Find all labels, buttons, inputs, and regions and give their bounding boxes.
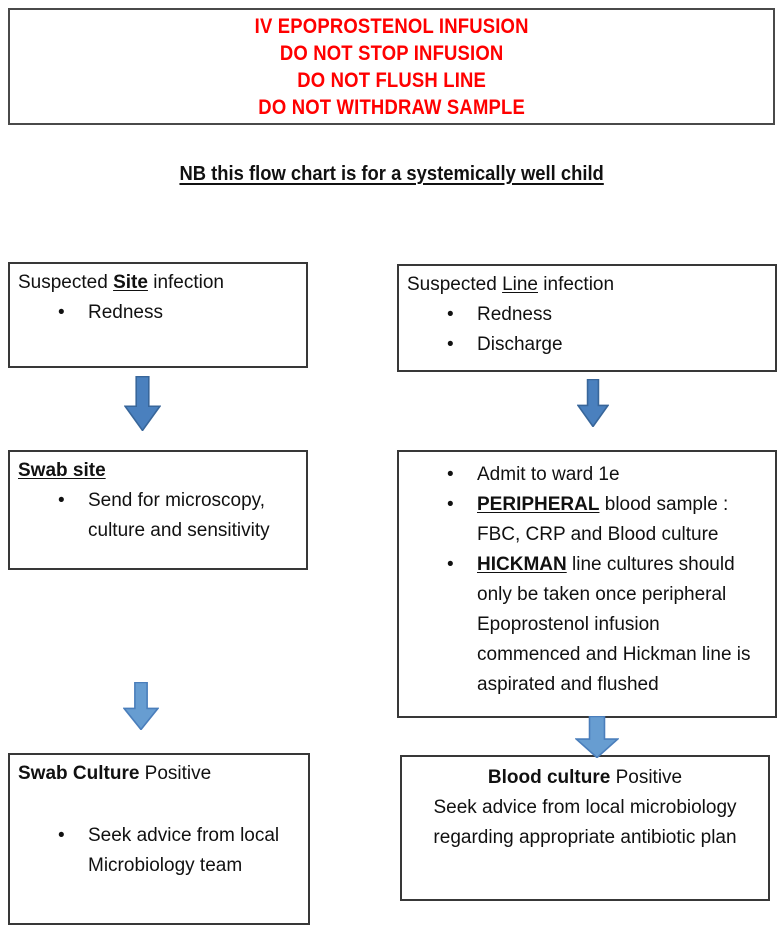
box-title: Swab Culture Positive — [18, 759, 300, 789]
bullet-item: • Redness — [407, 300, 767, 330]
bullet-icon: • — [58, 825, 65, 846]
title-suffix: infection — [538, 274, 615, 295]
down-arrow-icon — [577, 379, 609, 427]
title-emphasis: Swab site — [18, 460, 106, 481]
bullet-text: Send for microscopy, culture and sensiti… — [88, 490, 270, 541]
bullet-icon: • — [447, 334, 454, 355]
bullet-text: Admit to ward 1e — [477, 460, 767, 490]
bullet-item: • PERIPHERAL blood sample : FBC, CRP and… — [407, 490, 767, 550]
bullet-icon: • — [447, 304, 454, 325]
box-title: Suspected Site infection — [18, 268, 298, 298]
warning-banner: IV EPOPROSTENOL INFUSION DO NOT STOP INF… — [8, 8, 775, 125]
note-heading-text: NB this flow chart is for a systemically… — [179, 163, 605, 185]
box-swab-site: Swab site • Send for microscopy, culture… — [8, 450, 308, 570]
down-arrow-icon — [123, 682, 159, 730]
title-rest: Positive — [139, 763, 212, 784]
box-blood-culture-positive: Blood culture Positive Seek advice from … — [400, 755, 770, 901]
bullet-icon: • — [447, 554, 454, 575]
title-emphasis: Site — [113, 272, 148, 293]
title-rest: Positive — [610, 767, 683, 788]
bullet-rest: blood sample : FBC, CRP and Blood cultur… — [477, 494, 729, 545]
title-suffix: infection — [147, 272, 224, 293]
box-title: Swab site — [18, 456, 298, 486]
bullet-rest: Admit to ward 1e — [477, 464, 620, 485]
down-arrow-icon — [124, 376, 161, 431]
note-heading: NB this flow chart is for a systemically… — [0, 163, 784, 186]
bullet-item: • Seek advice from local Microbiology te… — [18, 821, 300, 881]
box-swab-culture-positive: Swab Culture Positive • Seek advice from… — [8, 753, 310, 925]
bullet-item: • Redness — [18, 298, 298, 328]
title-bold: Swab Culture — [18, 763, 140, 784]
box-suspected-line-infection: Suspected Line infection • Redness • Dis… — [397, 264, 777, 372]
box-title: Blood culture Positive — [412, 763, 758, 793]
warning-line-2: DO NOT STOP INFUSION — [279, 41, 504, 65]
box-body: Seek advice from local microbiology rega… — [433, 797, 737, 848]
bullet-item: • HICKMAN line cultures should only be t… — [407, 550, 767, 700]
title-bold: Blood culture — [487, 767, 611, 788]
bullet-icon: • — [58, 490, 65, 511]
bullet-text: HICKMAN line cultures should only be tak… — [477, 550, 767, 700]
warning-line-3: DO NOT FLUSH LINE — [297, 68, 486, 92]
bullet-item: • Send for microscopy, culture and sensi… — [18, 486, 298, 546]
box-suspected-site-infection: Suspected Site infection • Redness — [8, 262, 308, 368]
bullet-text: Discharge — [477, 334, 563, 355]
bullet-rest: line cultures should only be taken once … — [477, 554, 751, 695]
bullet-emphasis: PERIPHERAL — [477, 494, 600, 515]
bullet-item: • Discharge — [407, 330, 767, 360]
bullet-icon: • — [447, 494, 454, 515]
bullet-text: Redness — [477, 304, 552, 325]
warning-line-1: IV EPOPROSTENOL INFUSION — [254, 14, 529, 38]
title-prefix: Suspected — [407, 274, 503, 295]
bullet-item: • Admit to ward 1e — [407, 460, 767, 490]
warning-line-4: DO NOT WITHDRAW SAMPLE — [258, 95, 525, 119]
bullet-icon: • — [58, 302, 65, 323]
bullet-text: Redness — [88, 302, 163, 323]
bullet-text: PERIPHERAL blood sample : FBC, CRP and B… — [477, 490, 767, 550]
bullet-text: Seek advice from local Microbiology team — [88, 825, 280, 876]
box-title: Suspected Line infection — [407, 270, 767, 300]
title-prefix: Suspected — [18, 272, 114, 293]
bullet-icon: • — [447, 464, 454, 485]
box-admit-ward-instructions: • Admit to ward 1e • PERIPHERAL blood sa… — [397, 450, 777, 718]
title-emphasis: Line — [502, 274, 538, 295]
bullet-emphasis: HICKMAN — [477, 554, 567, 575]
down-arrow-icon — [575, 716, 619, 758]
warning-banner-text: IV EPOPROSTENOL INFUSION DO NOT STOP INF… — [255, 13, 529, 121]
